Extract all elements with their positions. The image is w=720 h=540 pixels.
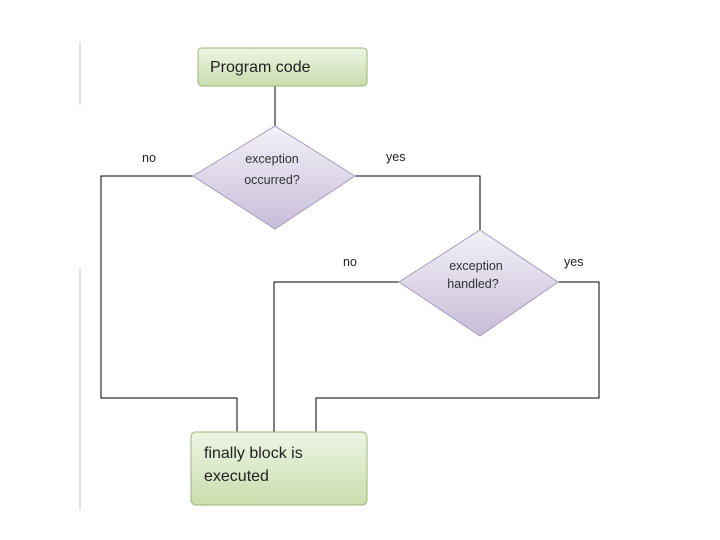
- edge-label-decision1-no: no: [142, 151, 156, 165]
- decision-exception-handled: exception handled?: [398, 229, 559, 337]
- finally-node-label-line2: executed: [204, 468, 269, 485]
- edge-label-decision2-yes: yes: [564, 255, 583, 269]
- decision-exception-occurred: exception occurred?: [192, 125, 356, 230]
- start-node: Program code: [197, 47, 368, 87]
- decision2-label-line1: exception: [449, 259, 503, 273]
- finally-node-label-line1: finally block is: [204, 445, 303, 462]
- decision2-label-line2: handled?: [447, 277, 498, 291]
- connector-decision1-no: [100, 175, 238, 432]
- decision1-label-line1: exception: [245, 152, 299, 166]
- connector-decision1-yes: [355, 175, 481, 230]
- edge-label-decision1-yes: yes: [386, 150, 405, 164]
- start-node-label: Program code: [210, 59, 311, 76]
- connector-decision2-no: [273, 281, 399, 432]
- edge-label-decision2-no: no: [343, 255, 357, 269]
- connector-decision2-yes: [315, 281, 600, 432]
- finally-node: finally block is executed: [190, 431, 368, 506]
- decision1-label-line2: occurred?: [244, 173, 300, 187]
